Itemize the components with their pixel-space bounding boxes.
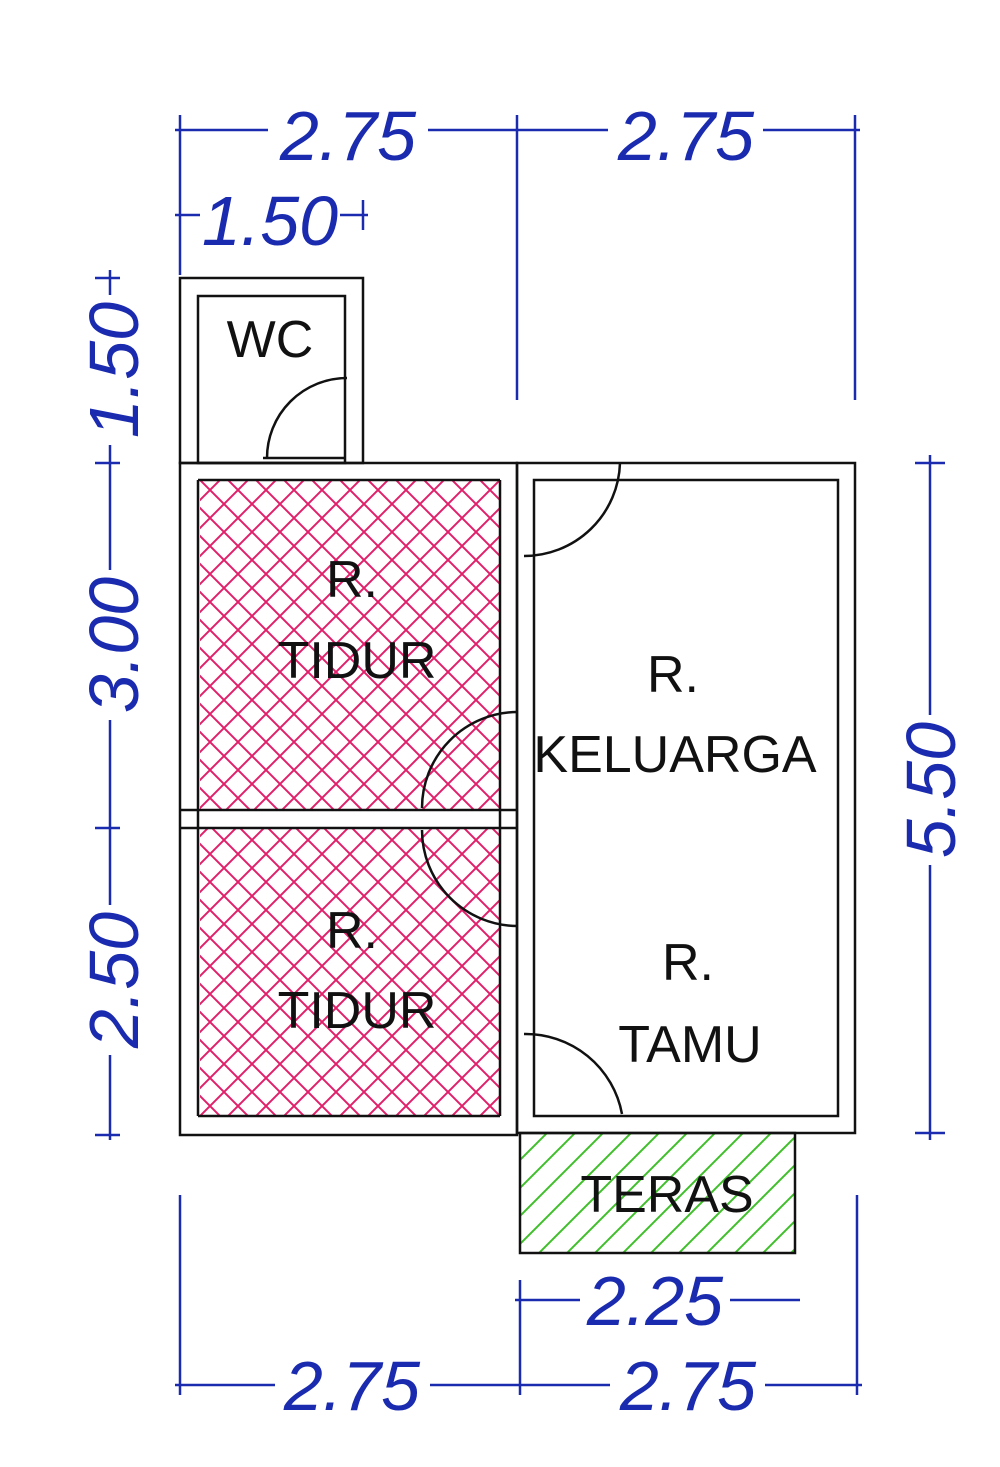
family-guest-walls xyxy=(515,461,857,1135)
room-family-label-2: KELUARGA xyxy=(533,726,817,784)
room-family-label-1: R. xyxy=(647,646,699,704)
dim-top-left: 2.75 xyxy=(279,97,417,175)
room-bedroom-top-label-1: R. xyxy=(326,551,378,609)
dim-top-right: 2.75 xyxy=(617,97,755,175)
bedroom-top-fill xyxy=(200,480,500,810)
dim-bottom-left: 2.75 xyxy=(283,1347,421,1425)
dim-top-wc: 1.50 xyxy=(202,182,338,260)
room-guest-label-2: TAMU xyxy=(618,1016,761,1074)
dim-left-bedroom-top: 3.00 xyxy=(75,577,153,713)
room-terrace-label: TERAS xyxy=(580,1166,753,1224)
bedroom-bottom-fill xyxy=(200,828,500,1116)
dim-left-wc: 1.50 xyxy=(75,302,153,438)
dim-terrace-width: 2.25 xyxy=(586,1262,724,1340)
dimension-labels: 2.75 2.75 1.50 1.50 3.00 2.50 5.50 2.25 … xyxy=(75,95,970,1425)
room-labels: WC R. TIDUR R. TIDUR R. KELUARGA R. TAMU… xyxy=(227,311,817,1224)
terrace-fill xyxy=(518,1131,797,1255)
dim-left-bedroom-bottom: 2.50 xyxy=(75,912,153,1049)
room-bedroom-bottom-label-1: R. xyxy=(326,902,378,960)
room-wc-label: WC xyxy=(227,311,314,369)
room-guest-label-1: R. xyxy=(662,934,714,992)
room-bedroom-bottom-label-2: TIDUR xyxy=(278,982,437,1040)
door-swings xyxy=(265,376,624,1115)
dim-right-total: 5.50 xyxy=(892,722,970,858)
bedroom-walls xyxy=(178,461,519,1137)
dim-bottom-right: 2.75 xyxy=(619,1347,757,1425)
room-bedroom-top-label-2: TIDUR xyxy=(278,632,437,690)
